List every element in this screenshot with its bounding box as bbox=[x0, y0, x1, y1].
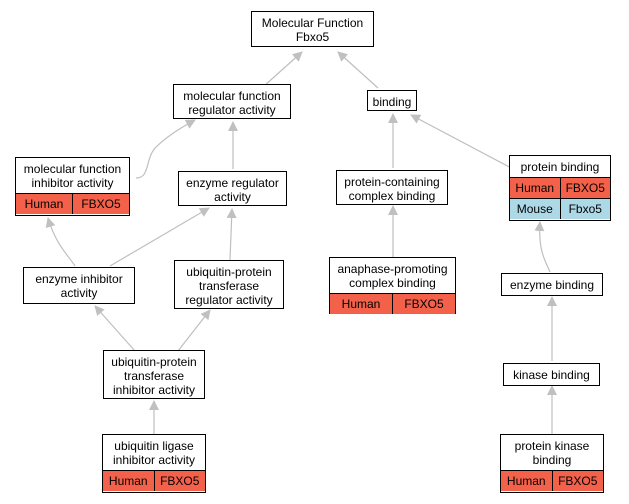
node-protein-kinase-binding[interactable]: protein kinase binding Human FBXO5 bbox=[500, 434, 604, 493]
species-cell: Human bbox=[24, 197, 64, 211]
edge-enzyme-inhibitor-to-mf-inhibitor bbox=[45, 217, 76, 267]
gene-cell: FBXO5 bbox=[392, 294, 455, 314]
gene-cell: FBXO5 bbox=[551, 471, 604, 491]
node-protein-binding[interactable]: protein binding Human FBXO5 Mouse Fbxo5 bbox=[509, 155, 611, 221]
node-label: binding bbox=[372, 95, 412, 109]
node-molecular-function-inhibitor-activity[interactable]: molecular function inhibitor activity Hu… bbox=[15, 157, 130, 216]
edge-mf-inhibitor-to-mf-regulator bbox=[135, 119, 196, 179]
node-ubiquitin-protein-transferase-inhibitor-activity[interactable]: ubiquitin-protein transferase inhibitor … bbox=[103, 350, 205, 399]
node-protein-containing-complex-binding[interactable]: protein-containing complex binding bbox=[336, 170, 448, 205]
node-label: enzyme binding bbox=[509, 278, 595, 292]
node-label: protein kinase binding bbox=[514, 439, 590, 467]
node-label: kinase binding bbox=[513, 368, 590, 382]
node-label: ubiquitin ligase inhibitor activity bbox=[112, 439, 196, 467]
node-enzyme-inhibitor-activity[interactable]: enzyme inhibitor activity bbox=[23, 267, 135, 304]
node-label: molecular function regulator activity bbox=[183, 89, 281, 117]
gene-row-human: Human FBXO5 bbox=[510, 177, 610, 198]
gene-cell: FBXO5 bbox=[72, 194, 129, 214]
node-ubiquitin-ligase-inhibitor-activity[interactable]: ubiquitin ligase inhibitor activity Huma… bbox=[102, 434, 206, 493]
species-cell: Human bbox=[515, 181, 555, 195]
edge-ub-regulator-to-enzyme-regulator bbox=[226, 208, 237, 261]
gene-row-human: Human FBXO5 bbox=[16, 193, 129, 214]
edge-enzyme-binding-to-protein-binding bbox=[534, 221, 551, 273]
node-label: Molecular Function Fbxo5 bbox=[261, 16, 364, 44]
gene-row-human: Human FBXO5 bbox=[330, 293, 455, 314]
species-cell: Human bbox=[506, 474, 546, 488]
species-cell: Mouse bbox=[516, 202, 553, 216]
edge-binding-to-root bbox=[337, 51, 379, 89]
edge-ub-inhibitor-to-enzyme-inhibitor bbox=[94, 305, 136, 352]
node-ubiquitin-protein-transferase-regulator-activity[interactable]: ubiquitin-protein transferase regulator … bbox=[174, 260, 284, 309]
gene-cell: FBXO5 bbox=[559, 178, 611, 198]
species-cell: Human bbox=[108, 474, 148, 488]
gene-cell: Fbxo5 bbox=[559, 199, 611, 219]
node-label: enzyme inhibitor activity bbox=[35, 272, 123, 300]
node-binding[interactable]: binding bbox=[367, 90, 417, 111]
edge-ub-inhibitor-to-ub-regulator bbox=[177, 309, 211, 352]
node-molecular-function-regulator-activity[interactable]: molecular function regulator activity bbox=[173, 84, 291, 119]
node-label: protein-containing complex binding bbox=[344, 175, 440, 203]
edge-protein-binding-to-binding bbox=[410, 114, 516, 171]
node-label: enzyme regulator activity bbox=[186, 176, 279, 204]
gene-row-mouse: Mouse Fbxo5 bbox=[510, 198, 610, 219]
node-enzyme-binding[interactable]: enzyme binding bbox=[501, 273, 603, 296]
species-cell: Human bbox=[341, 297, 381, 311]
edge-enzyme-inhibitor-to-enzyme-regulator bbox=[109, 207, 210, 267]
gene-cell: FBXO5 bbox=[153, 471, 206, 491]
node-kinase-binding[interactable]: kinase binding bbox=[503, 363, 600, 386]
node-label: ubiquitin-protein transferase inhibitor … bbox=[111, 355, 197, 397]
node-label: ubiquitin-protein transferase regulator … bbox=[185, 265, 273, 307]
node-label: molecular function inhibitor activity bbox=[23, 162, 122, 190]
edge-mf-regulator-to-root bbox=[263, 51, 303, 87]
node-label: anaphase-promoting complex binding bbox=[337, 262, 448, 290]
node-enzyme-regulator-activity[interactable]: enzyme regulator activity bbox=[178, 171, 287, 206]
gene-row-human: Human FBXO5 bbox=[103, 470, 205, 491]
gene-row-human: Human FBXO5 bbox=[501, 470, 603, 491]
node-molecular-function-root[interactable]: Molecular Function Fbxo5 bbox=[251, 11, 374, 47]
node-label: protein binding bbox=[520, 160, 600, 174]
node-anaphase-promoting-complex-binding[interactable]: anaphase-promoting complex binding Human… bbox=[329, 257, 456, 314]
